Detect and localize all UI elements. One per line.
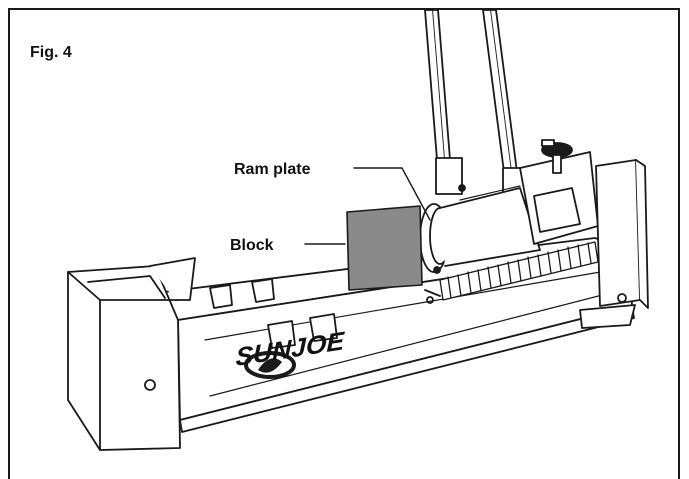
left-end-cradle [67,257,196,451]
cradle-supports [209,278,338,349]
ram-assembly [419,185,541,304]
block-callout: Block [230,237,274,254]
pump-assembly [519,139,599,245]
ram-plate-leader-line [353,167,431,221]
ram-plate-callout: Ram plate [234,161,311,178]
right-end-plate [579,159,649,329]
block-cube [346,205,423,291]
handle-bars [424,9,530,211]
figure-label: Fig. 4 [30,44,72,61]
